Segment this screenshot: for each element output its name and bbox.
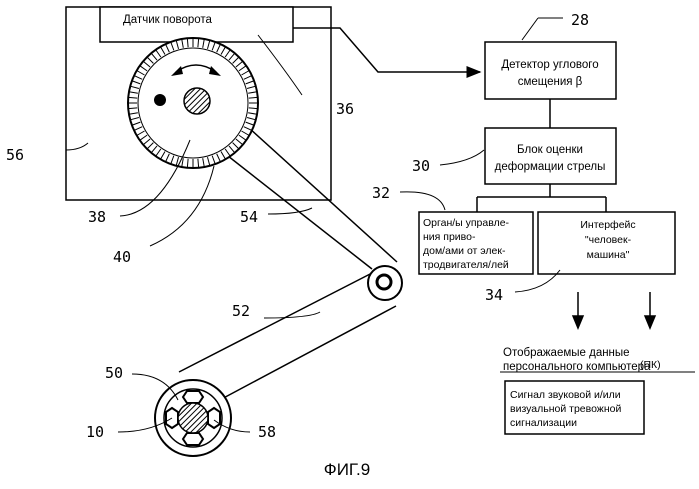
signal-arrow	[293, 28, 480, 72]
evaluation-box	[485, 128, 616, 184]
detector-label-2: смещения β	[518, 76, 583, 88]
control-label-3: дом/ами от элек-	[423, 245, 506, 257]
rotation-shaft	[184, 88, 210, 114]
ref-36: 36	[336, 100, 354, 118]
evaluation-label-1: Блок оценки	[517, 144, 583, 156]
ref-56: 56	[6, 146, 24, 164]
branch-lines	[477, 184, 606, 212]
ref-38: 38	[88, 208, 106, 226]
evaluation-label-2: деформации стрелы	[495, 161, 606, 173]
pc-label-1: Отображаемые данные	[503, 347, 630, 359]
ref-10: 10	[86, 423, 104, 441]
alarm-label-3: сигнализации	[510, 417, 577, 429]
hmi-label-2: "человек-	[585, 234, 632, 246]
ref-54: 54	[240, 208, 258, 226]
ref-32: 32	[372, 184, 390, 202]
ref-50: 50	[105, 364, 123, 382]
ref-40: 40	[113, 248, 131, 266]
ref-34: 34	[485, 286, 503, 304]
rotation-sensor-label: Датчик поворота	[123, 14, 213, 26]
index-dot	[154, 94, 166, 106]
pc-label-2: персонального компьютера	[503, 361, 651, 373]
hmi-label-1: Интерфейс	[580, 219, 635, 231]
output-arrows	[573, 292, 655, 328]
alarm-label-2: визуальной тревожной	[510, 403, 621, 415]
alarm-label-1: Сигнал звуковой и/или	[510, 389, 621, 401]
hmi-label-3: машина"	[587, 249, 630, 261]
control-label-4: тродвигателя/лей	[423, 259, 509, 271]
base-mechanism	[155, 380, 231, 456]
detector-label-1: Детектор углового	[501, 59, 598, 71]
ref-58: 58	[258, 423, 276, 441]
hinge-pin	[377, 275, 391, 289]
ref-28: 28	[571, 11, 589, 29]
figure-caption: ФИГ.9	[324, 460, 370, 479]
pc-tag: (ПК)	[640, 359, 661, 371]
control-label-2: ния приво-	[423, 231, 476, 243]
control-label-1: Орган/ы управле-	[423, 217, 510, 229]
ref-30: 30	[412, 157, 430, 175]
ref-52: 52	[232, 302, 250, 320]
